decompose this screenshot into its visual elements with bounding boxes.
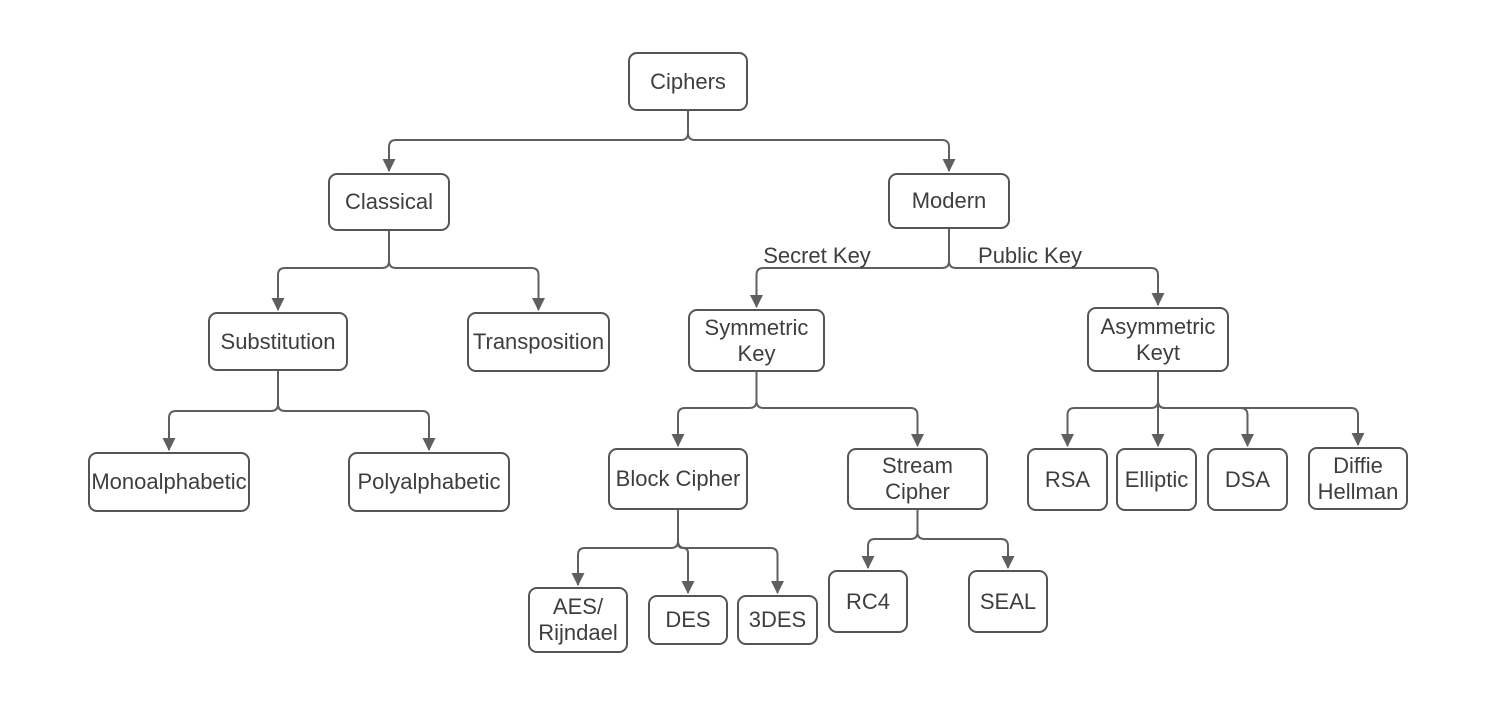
edge-label-secret-key: Secret Key [763,243,871,268]
node-substitution: Substitution [208,312,348,371]
node-label: Transposition [472,329,605,355]
connector-ciphers-to-modern [687,111,956,173]
node-label: Block Cipher [615,466,741,492]
node-label: Ciphers [650,68,726,94]
connector-symmetric-key-to-block-cipher [671,372,758,448]
node-label: Stream Cipher [882,453,953,504]
node-label: AES/ Rijndael [538,594,618,645]
node-label: DES [665,607,711,633]
node-3des: 3DES [737,595,818,645]
node-modern: Modern [888,173,1010,229]
connector-ciphers-to-classical [382,111,689,173]
node-des: DES [648,595,728,645]
connector-asymmetric-keyt-to-diffie-hellman [1157,372,1365,447]
node-label: SEAL [979,588,1037,614]
connector-block-cipher-to-aes-rijndael [571,510,679,587]
node-polyalphabetic: Polyalphabetic [348,452,510,512]
connector-block-cipher-to-des [677,510,695,595]
connector-asymmetric-keyt-to-rsa [1061,372,1159,448]
node-label: Symmetric Key [704,314,809,366]
node-dsa: DSA [1207,448,1288,511]
node-rsa: RSA [1027,448,1108,511]
node-asymmetric-keyt: Asymmetric Keyt [1087,307,1229,372]
node-label: Classical [344,189,434,215]
node-block-cipher: Block Cipher [608,448,748,510]
connector-block-cipher-to-3des [677,510,784,595]
node-label: RSA [1044,466,1091,492]
node-label: Asymmetric Keyt [1100,313,1216,365]
node-label: Polyalphabetic [357,469,501,495]
node-classical: Classical [328,173,450,231]
node-seal: SEAL [968,570,1048,633]
node-symmetric-key: Symmetric Key [688,309,825,372]
node-label: Diffie Hellman [1317,452,1399,504]
node-label: Elliptic [1124,466,1189,492]
connector-modern-to-asymmetric-keyt [948,229,1165,307]
node-aes-rijndael: AES/ Rijndael [528,587,628,653]
node-label: RC4 [845,588,890,614]
connector-stream-cipher-to-rc4 [861,510,919,570]
node-monoalphabetic: Monoalphabetic [88,452,250,512]
node-label: Modern [911,188,987,214]
connector-substitution-to-monoalphabetic [162,371,279,452]
node-label: Substitution [220,328,336,354]
edge-label-public-key: Public Key [978,243,1082,268]
connector-substitution-to-polyalphabetic [277,371,436,452]
node-label: Monoalphabetic [91,469,247,495]
node-ciphers: Ciphers [628,52,748,111]
connector-stream-cipher-to-seal [916,510,1015,570]
connector-classical-to-substitution [271,231,390,312]
node-stream-cipher: Stream Cipher [847,448,988,510]
node-transposition: Transposition [467,312,610,372]
node-diffie-hellman: Diffie Hellman [1308,447,1408,510]
node-elliptic: Elliptic [1116,448,1197,511]
node-rc4: RC4 [828,570,908,633]
node-label: 3DES [748,607,807,633]
node-label: DSA [1224,466,1271,492]
connector-symmetric-key-to-stream-cipher [755,372,924,448]
connector-classical-to-transposition [388,231,545,312]
